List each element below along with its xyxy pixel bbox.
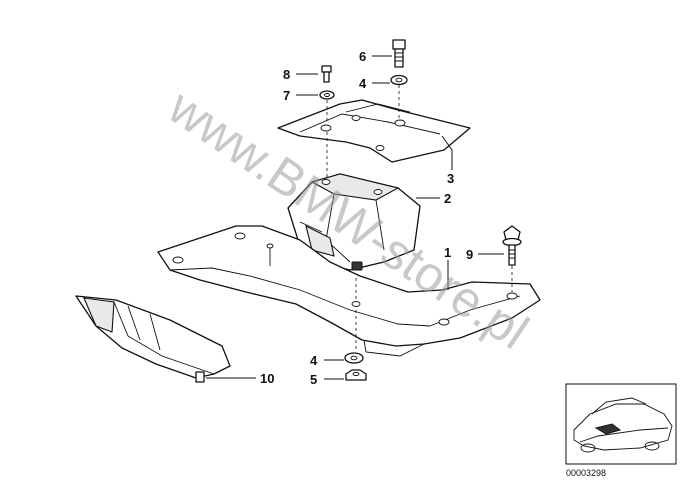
callout-1: 1 bbox=[444, 245, 451, 260]
part-7-bolt bbox=[392, 39, 406, 68]
callout-5: 5 bbox=[310, 372, 317, 387]
callout-6: 9 bbox=[466, 247, 473, 262]
part-10-heat-shield bbox=[75, 295, 231, 383]
part-1-crossmember bbox=[157, 225, 541, 357]
callout-7: 6 bbox=[359, 49, 366, 64]
callout-3: 3 bbox=[447, 171, 454, 186]
part-4-washer-upper bbox=[390, 74, 408, 86]
part-4-washer-lower bbox=[344, 352, 364, 364]
callout-4-upper: 4 bbox=[359, 76, 367, 91]
part-9-bolt bbox=[321, 65, 332, 83]
callouts: 8 7 6 4 3 2 1 9 4 5 10 bbox=[260, 49, 473, 387]
part-3-bracket-plate bbox=[277, 99, 471, 163]
part-8-washer bbox=[319, 90, 335, 100]
reference-number: 00003298 bbox=[566, 468, 606, 478]
inset-car-thumbnail bbox=[565, 383, 677, 465]
callout-8: 7 bbox=[283, 88, 290, 103]
part-6-bolt bbox=[502, 225, 522, 266]
assembly-lines bbox=[326, 85, 513, 352]
callout-10: 10 bbox=[260, 371, 274, 386]
part-5-nut bbox=[345, 369, 367, 381]
callout-4-lower: 4 bbox=[310, 353, 318, 368]
part-2-transmission-mount bbox=[287, 173, 421, 271]
callout-2: 2 bbox=[444, 191, 451, 206]
callout-9: 8 bbox=[283, 67, 290, 82]
leader-lines bbox=[206, 55, 504, 380]
